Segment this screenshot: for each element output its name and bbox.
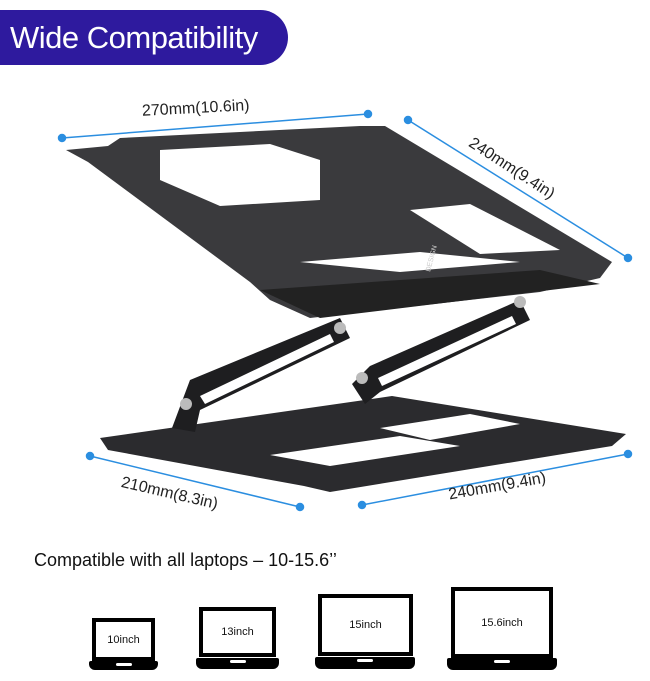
banner-title: Wide Compatibility <box>0 10 288 65</box>
laptop-size-label: 10inch <box>92 618 155 661</box>
compatibility-text: Compatible with all laptops – 10-15.6’’ <box>34 550 337 570</box>
laptop-size-label: 15inch <box>318 594 413 656</box>
laptop-size-label: 15.6inch <box>451 587 553 658</box>
support-arms <box>172 296 530 432</box>
laptop-size-label: 13inch <box>199 607 276 657</box>
base-plate <box>100 396 626 492</box>
dimension-lines <box>57 109 633 512</box>
top-plate <box>66 126 612 318</box>
